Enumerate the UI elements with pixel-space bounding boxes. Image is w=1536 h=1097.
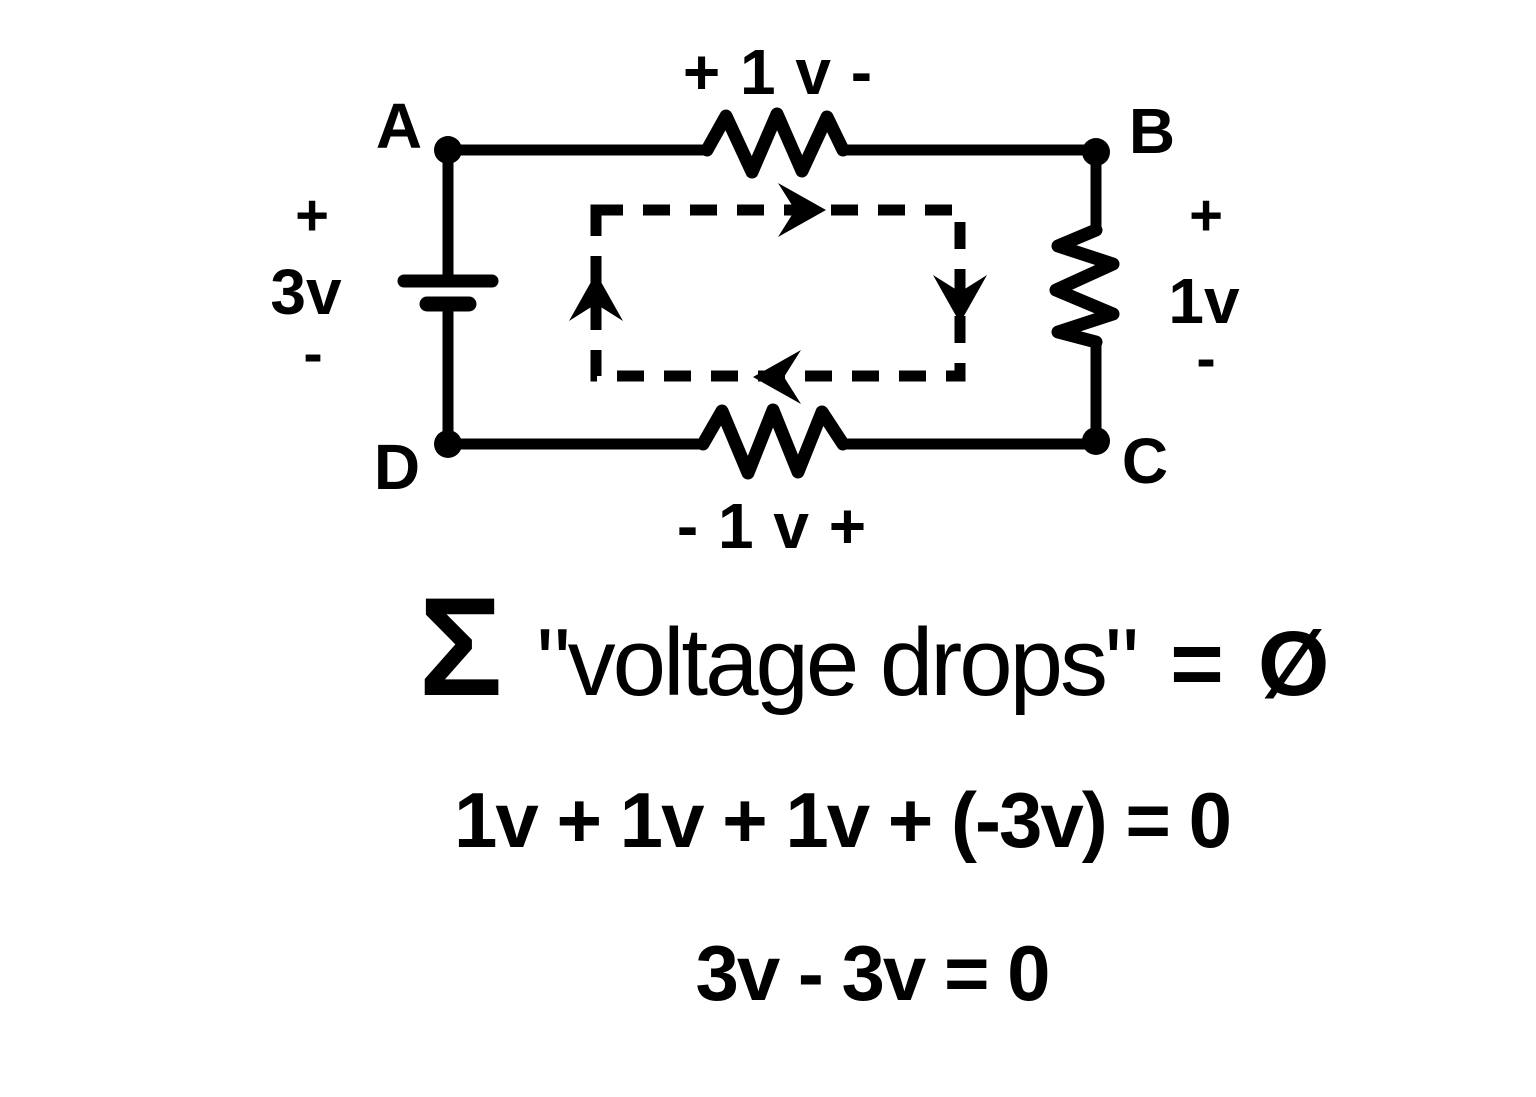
node-c-dot bbox=[1082, 427, 1110, 455]
kvl-result-equation: 3v - 3v = 0 bbox=[695, 929, 1050, 1017]
kvl-equation: Σ "voltage drops" = Ø bbox=[0, 577, 1536, 717]
current-loop-arrows bbox=[569, 183, 987, 404]
kvl-zero-symbol: Ø bbox=[1257, 613, 1330, 715]
right-resistor-value-label: 1v bbox=[1168, 265, 1240, 337]
battery-symbol bbox=[397, 274, 499, 312]
resistor-symbols bbox=[696, 107, 1120, 480]
sigma-symbol: Σ bbox=[418, 568, 503, 725]
arrow-down-icon bbox=[933, 275, 987, 323]
right-resistor-symbol bbox=[1049, 223, 1120, 349]
node-d-dot bbox=[434, 430, 462, 458]
top-resistor-symbol bbox=[700, 107, 850, 179]
battery-value-label: 3v bbox=[270, 256, 342, 328]
circuit-wires bbox=[442, 144, 1102, 450]
bottom-resistor-symbol bbox=[696, 403, 850, 480]
node-a-dot bbox=[434, 136, 462, 164]
circuit-nodes bbox=[434, 136, 1110, 458]
right-resistor-plus-label: + bbox=[1189, 183, 1223, 248]
right-resistor-minus-label: - bbox=[1196, 326, 1216, 391]
node-a-label: A bbox=[375, 90, 423, 162]
battery-plus-label: + bbox=[295, 183, 329, 248]
battery-minus-label: - bbox=[303, 321, 323, 386]
kvl-substitution-equation: 1v + 1v + 1v + (-3v) = 0 bbox=[454, 776, 1232, 864]
node-b-label: B bbox=[1128, 95, 1176, 167]
kvl-equals-sign: = bbox=[1170, 613, 1224, 715]
current-loop bbox=[590, 204, 966, 382]
kvl-phrase: "voltage drops" bbox=[536, 609, 1140, 716]
bottom-resistor-voltage-label: - 1 v + bbox=[676, 490, 868, 562]
node-c-label: C bbox=[1121, 425, 1169, 497]
arrow-up-icon bbox=[569, 273, 623, 321]
arrow-right-icon bbox=[778, 183, 826, 237]
node-d-label: D bbox=[373, 431, 421, 503]
node-b-dot bbox=[1082, 138, 1110, 166]
top-resistor-voltage-label: + 1 v - bbox=[682, 36, 874, 108]
arrow-left-icon bbox=[753, 350, 801, 404]
